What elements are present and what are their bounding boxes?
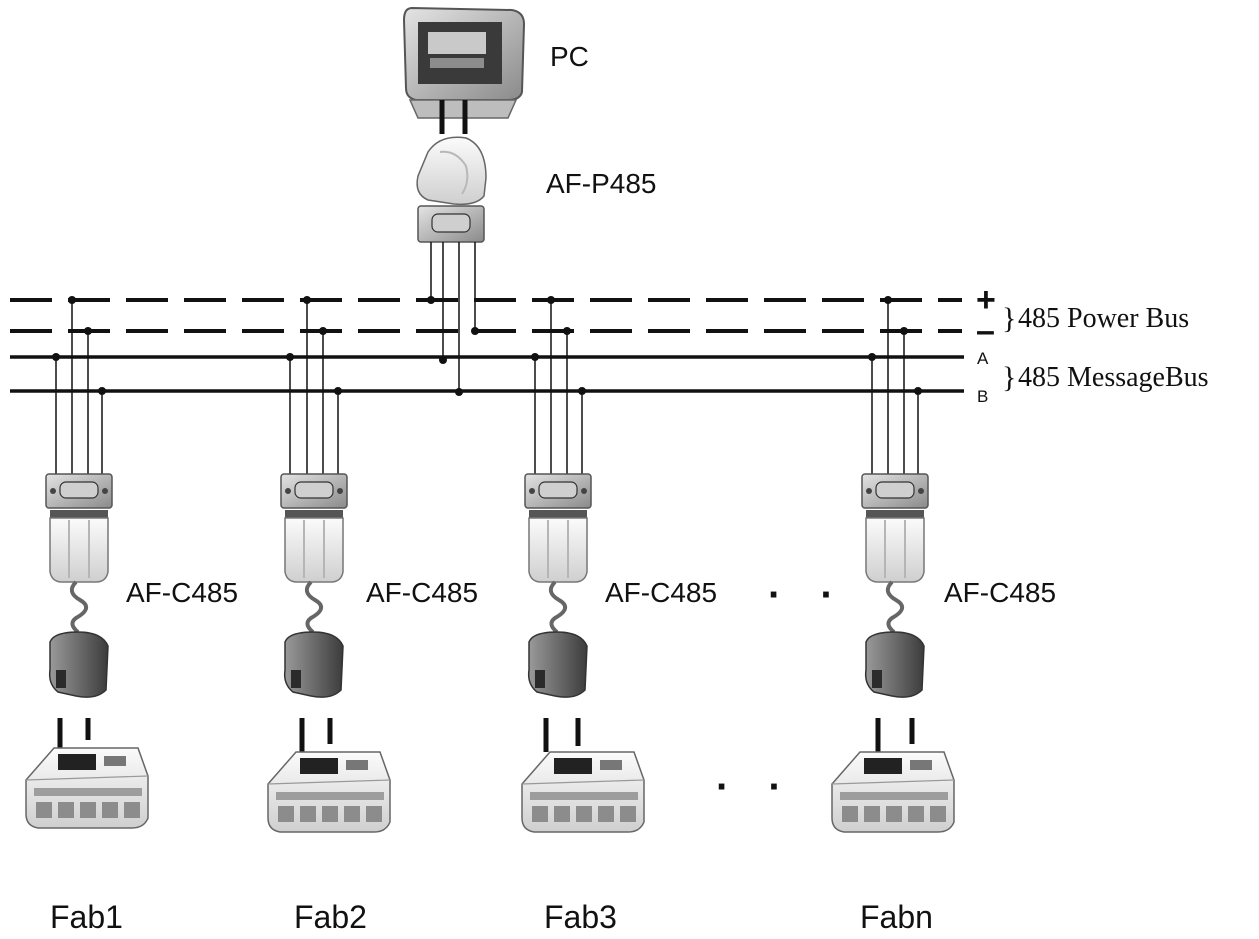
- power-brace: }: [1002, 302, 1016, 335]
- node-n: [831, 296, 955, 833]
- af-c485-converter-icon: [860, 472, 930, 700]
- message-brace: }: [1002, 361, 1016, 394]
- af-c485-label: AF-C485: [605, 577, 717, 608]
- pc-monitor-icon: [402, 6, 526, 119]
- message-b-label: B: [977, 387, 988, 406]
- fab-label: Fab3: [544, 899, 617, 935]
- fab-controller-icon: [521, 751, 645, 833]
- fab-controller-icon: [831, 751, 955, 833]
- ellipsis-upper: · ·: [768, 573, 848, 617]
- node-3: [521, 296, 645, 833]
- af-c485-label: AF-C485: [944, 577, 1056, 608]
- message-bus-label: 485 MessageBus: [1018, 362, 1209, 393]
- af-c485-label: AF-C485: [126, 577, 238, 608]
- af-c485-label: AF-C485: [366, 577, 478, 608]
- pc-label: PC: [550, 41, 589, 72]
- message-a-label: A: [977, 349, 989, 368]
- power-plus-label: +: [976, 281, 996, 319]
- fab-controller-icon: [25, 747, 149, 829]
- fab-label: Fab1: [50, 899, 123, 935]
- node-1: [25, 296, 149, 829]
- af-c485-converter-icon: [44, 472, 114, 700]
- af-c485-converter-icon: [279, 472, 349, 700]
- ellipsis-lower: · ·: [716, 765, 796, 809]
- af-p485-adapter-icon: [416, 136, 487, 243]
- power-minus-label: –: [976, 312, 995, 350]
- fab-label: Fabn: [860, 899, 933, 935]
- af-p485-label: AF-P485: [546, 168, 657, 199]
- fab-controller-icon: [267, 751, 391, 833]
- fab-label: Fab2: [294, 899, 367, 935]
- node-2: [267, 296, 391, 833]
- power-bus-label: 485 Power Bus: [1018, 303, 1189, 334]
- af-c485-converter-icon: [523, 472, 593, 700]
